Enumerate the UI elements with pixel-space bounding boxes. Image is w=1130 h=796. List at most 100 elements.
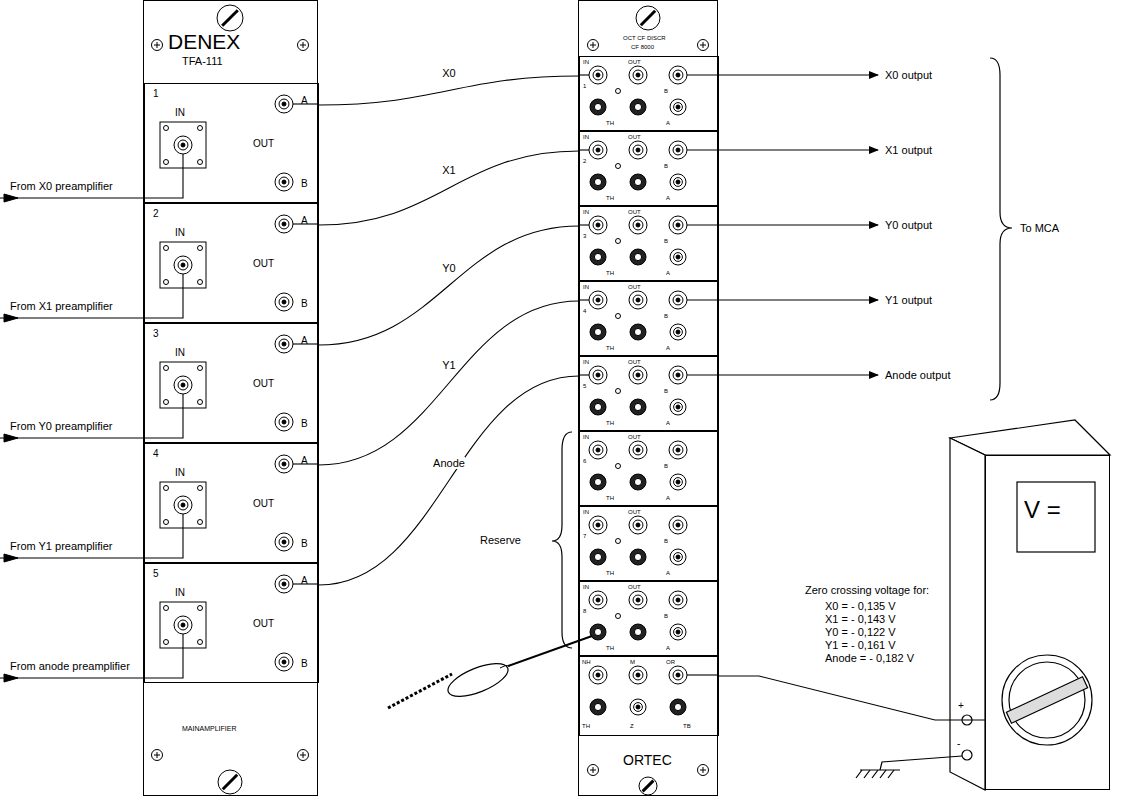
bnc-connector: [279, 579, 289, 589]
bnc-connector: [676, 73, 680, 77]
signal-cable: [719, 676, 985, 720]
node-text: A: [301, 336, 308, 346]
bnc-connector: [633, 220, 643, 230]
trim-potentiometer: [594, 478, 601, 485]
bnc-connector: [596, 223, 600, 227]
trim-potentiometer: [590, 99, 606, 115]
indicator: [616, 239, 621, 244]
bnc-connector: [636, 705, 640, 709]
bnc-connector: [593, 70, 603, 80]
bnc-connector: [596, 448, 600, 452]
trim-potentiometer: [590, 699, 606, 715]
text-label: Y0 output: [885, 219, 932, 231]
amplifier-channel: 3INAOUTB: [144, 323, 319, 443]
bnc-connector: [636, 223, 640, 227]
bnc-connector: [629, 666, 647, 684]
bnc-connector: [673, 670, 683, 680]
node-text: V =: [1024, 498, 1061, 522]
bnc-connector: [593, 445, 603, 455]
trim-potentiometer: [630, 324, 646, 340]
node-text: 8: [583, 608, 586, 614]
bnc-connector: [589, 66, 607, 84]
node-text: MAINAMPLIFIER: [182, 725, 236, 732]
bnc-connector: [282, 102, 286, 106]
node-text: OUT: [253, 379, 274, 389]
trim-potentiometer: [630, 399, 646, 415]
trim-potentiometer: [594, 253, 601, 260]
bnc-connector: [630, 699, 646, 715]
bnc-connector: [282, 660, 286, 664]
bnc-connector: [636, 448, 640, 452]
bnc-connector: [593, 520, 603, 530]
output-cable: [687, 299, 878, 300]
node-text: IN: [175, 348, 185, 358]
bnc-connector: [669, 366, 687, 384]
bnc-connector: [589, 441, 607, 459]
bnc-connector: [181, 503, 185, 507]
node-text: IN: [583, 209, 589, 215]
bnc-connector: [589, 216, 607, 234]
bnc-connector: [674, 178, 683, 187]
bnc-connector: [279, 537, 289, 547]
bnc-connector: [593, 145, 603, 155]
bnc-connector: [670, 249, 686, 265]
bnc-connector: [178, 140, 188, 150]
bnc-connector: [275, 413, 293, 431]
input-socket: [198, 486, 203, 491]
bnc-connector: [636, 298, 640, 302]
bnc-connector: [676, 148, 680, 152]
node-text: 4: [583, 308, 586, 314]
arrowhead: [4, 434, 18, 442]
signal-cable: [319, 376, 579, 585]
bnc-connector: [676, 523, 680, 527]
node-text: M: [630, 659, 635, 665]
bnc-connector: [669, 516, 687, 534]
trim-potentiometer: [590, 624, 606, 640]
discriminator-channel: INOUT6BTHA: [579, 431, 719, 506]
trim-potentiometer: [590, 549, 606, 565]
trim-potentiometer: [594, 328, 601, 335]
node-text: 2: [153, 209, 159, 219]
indicator: [616, 164, 621, 169]
cable: [687, 674, 718, 675]
trim-potentiometer: [594, 178, 601, 185]
bnc-connector: [181, 143, 185, 147]
signal-cable: [319, 151, 579, 225]
node-text: 4: [153, 449, 159, 459]
panel-screw: [300, 752, 306, 758]
node-text: 5: [583, 383, 586, 389]
bnc-connector: [596, 598, 600, 602]
node-text: IN: [175, 108, 185, 118]
text-label: Anode output: [885, 369, 950, 381]
bnc-connector: [636, 373, 640, 377]
bnc-connector: [629, 216, 647, 234]
panel-screw: [641, 11, 655, 25]
node-text: TB: [683, 723, 691, 729]
bnc-connector: [669, 666, 687, 684]
amplifier-channel: 5INAOUTB: [144, 563, 319, 683]
signal-cable: [319, 76, 579, 105]
bnc-connector: [629, 66, 647, 84]
node-text: CF 8000: [631, 44, 654, 50]
bnc-connector: [674, 103, 683, 112]
bnc-connector: [669, 441, 687, 459]
bnc-connector: [279, 219, 289, 229]
output-cable: [687, 374, 878, 375]
node-text: IN: [583, 284, 589, 290]
bnc-connector: [174, 496, 192, 514]
bnc-connector: [670, 174, 686, 190]
node-text: OUT: [628, 584, 641, 590]
input-socket: [198, 400, 203, 405]
signal-cable: [319, 226, 579, 345]
node-text: A: [666, 195, 670, 201]
node-text: A: [666, 270, 670, 276]
bnc-connector: [596, 373, 600, 377]
indicator: [616, 464, 621, 469]
discriminator-channel: INOUT7BTHA: [579, 506, 719, 581]
bnc-connector: [181, 623, 185, 627]
input-socket: [164, 640, 169, 645]
trim-potentiometer: [674, 703, 681, 710]
node-text: A: [301, 216, 308, 226]
node-text: OUT: [628, 434, 641, 440]
